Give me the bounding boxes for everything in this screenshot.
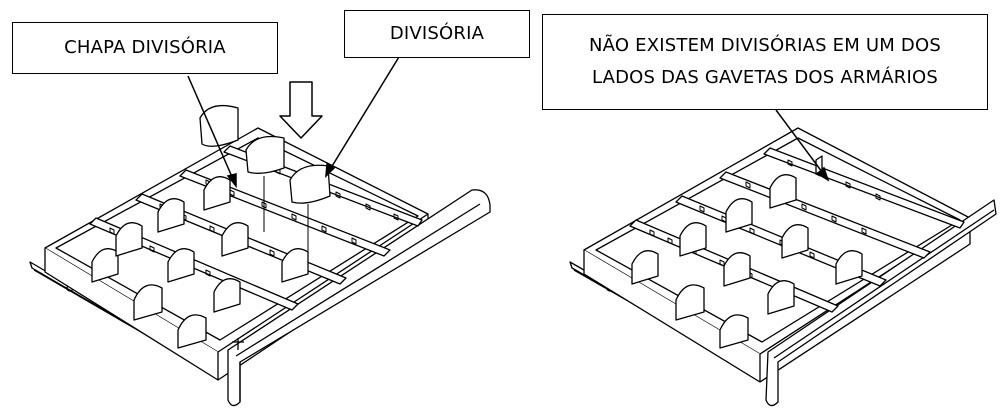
drawer-left-cross-dividers: [91, 176, 309, 349]
drawer-right-cross-dividers: [631, 174, 863, 349]
drawer-right: [569, 127, 997, 407]
drawer-left: [29, 104, 491, 407]
leader-line-right: [775, 109, 830, 182]
leader-lines-left: [187, 51, 403, 189]
drawer-left-front-panel: [227, 189, 491, 407]
label-note-line1: NÃO EXISTEM DIVISÓRIAS EM UM DOS: [589, 35, 941, 56]
drawer-left-divisoria-piece-a: [245, 135, 285, 174]
label-divisoria-text: DIVISÓRIA: [389, 23, 485, 44]
label-note-line2: LADOS DAS GAVETAS DOS ARMÁRIOS: [591, 67, 939, 88]
label-note: NÃO EXISTEM DIVISÓRIAS EM UM DOS LADOS D…: [542, 14, 988, 110]
drawer-right-front-panel: [765, 199, 997, 407]
label-divisoria: DIVISÓRIA: [344, 10, 530, 58]
insert-arrow: [279, 81, 323, 139]
label-chapa-divisoria: CHAPA DIVISÓRIA: [12, 22, 278, 74]
drawer-left-chapa-plate: [199, 104, 239, 147]
drawer-left-divisoria-piece-b: [289, 164, 331, 204]
label-chapa-divisoria-text: CHAPA DIVISÓRIA: [64, 37, 226, 58]
